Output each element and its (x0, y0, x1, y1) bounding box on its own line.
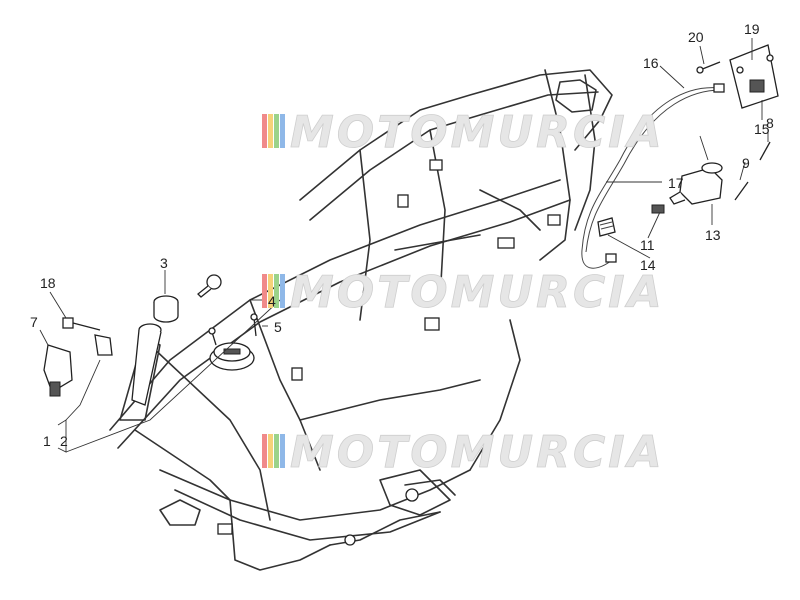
watermark-stripe (274, 274, 279, 308)
watermark-stripe (280, 274, 285, 308)
callout-4: 4 (268, 293, 276, 309)
watermark-stripe (280, 114, 285, 148)
bushing-part-3 (153, 295, 179, 323)
actuator-part-13 (669, 162, 723, 205)
bracket-part-19 (729, 44, 779, 109)
watermark-stripe (274, 114, 279, 148)
callout-16: 16 (643, 55, 659, 71)
scooter-frame (109, 69, 613, 571)
callout-15: 15 (754, 121, 770, 137)
watermark-stripe (262, 274, 267, 308)
watermark-stripe (262, 114, 267, 148)
callout-3: 3 (160, 255, 168, 271)
watermark-text: MOTOMURCIA (290, 427, 665, 478)
callout-11: 11 (640, 237, 655, 253)
watermark-middle: MOTOMURCIA (262, 267, 665, 318)
watermark-bottom: MOTOMURCIA (262, 427, 665, 478)
small-parts-11-14 (597, 204, 665, 237)
callout-9: 9 (742, 155, 750, 171)
watermark-stripe (268, 114, 273, 148)
callout-7: 7 (30, 314, 38, 330)
leader-lines (39, 38, 769, 453)
cable-part-16 (581, 83, 725, 269)
screw-part-20 (696, 61, 721, 74)
watermark-stripe (280, 434, 285, 468)
watermark-text: MOTOMURCIA (290, 107, 665, 158)
screws-part-8-9 (734, 141, 771, 201)
watermark-stripe (274, 434, 279, 468)
callout-8: 8 (766, 115, 774, 131)
filler-neck-part (131, 323, 162, 406)
fuel-cap-part (209, 342, 255, 371)
lock-part-7 (43, 334, 113, 397)
watermark-stripe (268, 434, 273, 468)
callout-17: 17 (668, 175, 684, 191)
callout-labels: 3 18 7 1 2 4 5 16 20 19 15 8 9 17 13 11 … (30, 21, 774, 449)
watermark-top: MOTOMURCIA (262, 107, 665, 158)
watermark-stripe (268, 274, 273, 308)
callout-18: 18 (40, 275, 56, 291)
screws-part-5 (208, 313, 258, 346)
key-part (197, 274, 222, 298)
callout-1: 1 (43, 433, 51, 449)
callout-19: 19 (744, 21, 760, 37)
callout-2: 2 (60, 433, 68, 449)
callout-5: 5 (274, 319, 282, 335)
bolt-part-18 (62, 317, 101, 331)
callout-13: 13 (705, 227, 721, 243)
watermark-text: MOTOMURCIA (290, 267, 665, 318)
watermark-stripe (262, 434, 267, 468)
callout-14: 14 (640, 257, 656, 273)
callout-20: 20 (688, 29, 704, 45)
